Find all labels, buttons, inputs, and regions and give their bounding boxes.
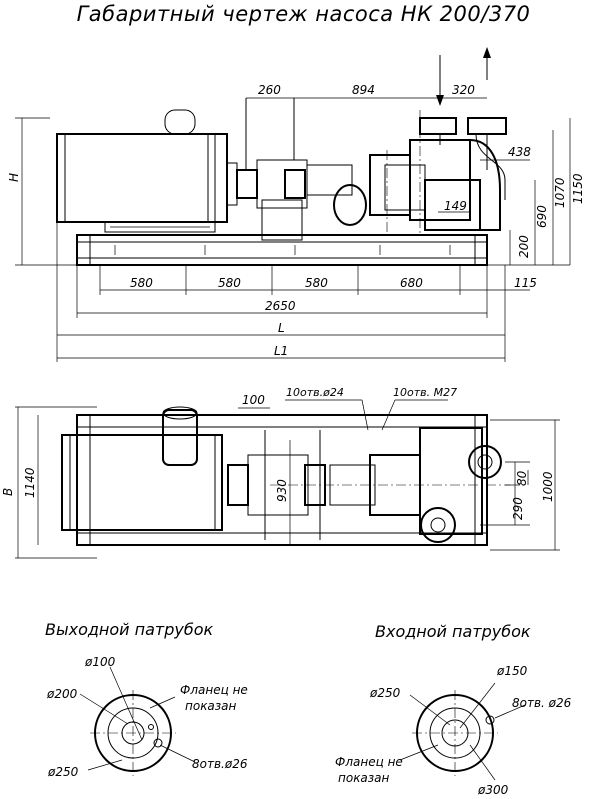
- dim-1150: 1150: [571, 173, 585, 204]
- outlet-d100: ø100: [84, 655, 116, 669]
- outlet-note-2: показан: [185, 699, 237, 713]
- inlet-note-2: показан: [338, 771, 390, 785]
- dim-200: 200: [517, 235, 531, 258]
- side-view: 260 894 320 438 149 200 690 1070 1150 H …: [7, 47, 585, 362]
- dim-H: H: [7, 173, 21, 182]
- dim-580-c: 580: [305, 276, 328, 290]
- dim-L1: L1: [274, 344, 288, 358]
- plan-pump: [270, 427, 510, 543]
- dim-149: 149: [444, 199, 467, 213]
- holes-10xM27: 10отв. M27: [393, 386, 457, 399]
- holes-10x24: 10отв.ø24: [286, 386, 344, 399]
- dim-290: 290: [511, 497, 525, 520]
- inlet-caption: Входной патрубок: [375, 622, 531, 641]
- inlet-flange: [399, 682, 526, 781]
- dim-80: 80: [515, 470, 529, 486]
- inlet-holes: 8отв. ø26: [512, 696, 572, 710]
- outlet-holes: 8отв.ø26: [192, 757, 248, 771]
- inlet-note-1: Фланец не: [335, 755, 403, 769]
- dim-930: 930: [275, 479, 289, 502]
- baseplate: [76, 234, 488, 266]
- flow-arrow-up: [483, 47, 491, 80]
- dim-580-b: 580: [218, 276, 241, 290]
- outlet-flange: [79, 666, 196, 776]
- plan-frame: [76, 414, 488, 546]
- plan-dimensions: [15, 399, 560, 559]
- dim-894: 894: [352, 83, 375, 97]
- dim-260: 260: [258, 83, 281, 97]
- dim-580-a: 580: [130, 276, 153, 290]
- inlet-d250: ø250: [369, 686, 401, 700]
- outlet-d200: ø200: [46, 687, 78, 701]
- plan-view: 100 10отв.ø24 10отв. M27 B 1140 930 290 …: [1, 386, 560, 559]
- inlet-d300: ø300: [477, 783, 509, 797]
- dim-690: 690: [535, 205, 549, 228]
- electric-motor: [56, 109, 238, 233]
- dim-1070: 1070: [553, 177, 567, 208]
- dim-320: 320: [452, 83, 475, 97]
- pump-body: [306, 110, 507, 235]
- inlet-d150: ø150: [496, 664, 528, 678]
- dim-1140: 1140: [23, 467, 37, 498]
- plan-motor: [61, 406, 223, 531]
- dim-680: 680: [400, 276, 423, 290]
- dim-1000: 1000: [541, 471, 555, 502]
- coupling: [236, 98, 308, 241]
- dim-L: L: [278, 321, 285, 335]
- dim-438: 438: [508, 145, 531, 159]
- dim-2650: 2650: [265, 299, 296, 313]
- drawing-title: Габаритный чертеж насоса НК 200/370: [76, 2, 531, 26]
- side-dimensions: [15, 97, 571, 362]
- outlet-caption: Выходной патрубок: [45, 620, 214, 639]
- dim-100: 100: [242, 393, 265, 407]
- dim-B: B: [1, 488, 15, 496]
- dim-115: 115: [514, 276, 537, 290]
- outlet-d250: ø250: [47, 765, 79, 779]
- outlet-note-1: Фланец не: [180, 683, 248, 697]
